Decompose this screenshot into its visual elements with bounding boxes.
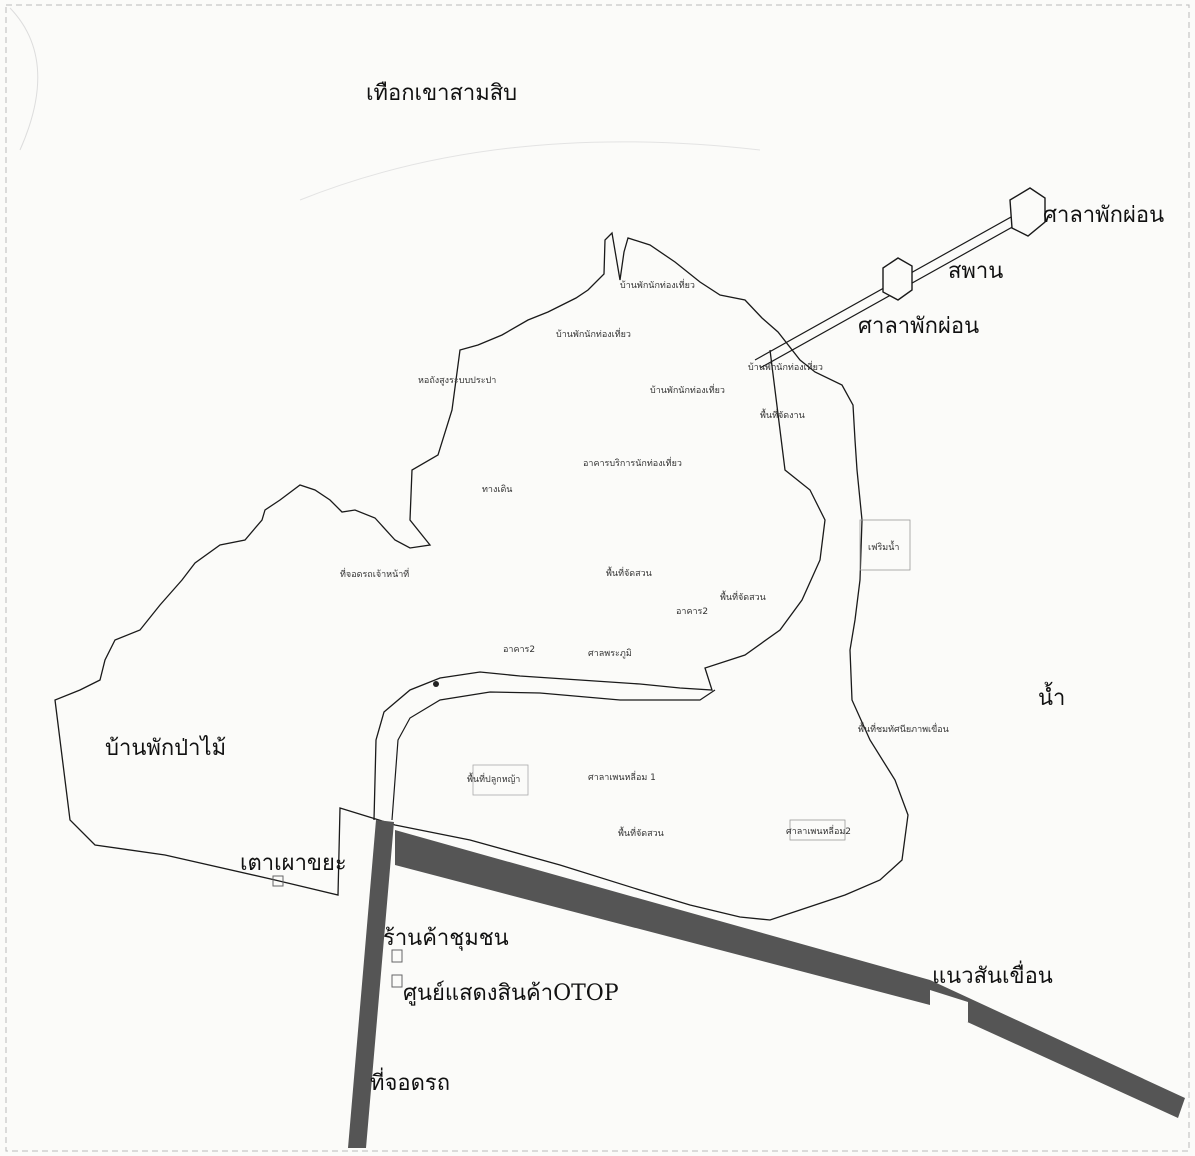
label-bridge: สพาน (948, 259, 1003, 284)
toilet-2-marker (789, 819, 846, 841)
label-dam-ridge: แนวสันเขื่อน (932, 960, 1053, 989)
label-incinerator: เตาเผาขยะ (240, 851, 347, 876)
pavilion-hexagon-large (1009, 187, 1046, 237)
map-frame (5, 4, 1190, 1152)
dam-ridge-band (395, 830, 1185, 1118)
label-house-3: บ้านพักนักท่องเที่ยว (650, 383, 725, 396)
label-house-4: บ้านพักนักท่องเที่ยว (748, 360, 823, 373)
label-garden-3: พื้นที่จัดสวน (618, 826, 664, 839)
label-tourist-service: อาคารบริการนักท่องเที่ยว (583, 456, 682, 469)
label-mountain: เทือกเขาสามสิบ (366, 81, 517, 106)
label-building-2b: อาคาร2 (503, 645, 535, 655)
label-grass-area: พื้นที่ปลูกหญ้า (467, 772, 520, 785)
fountain-marker (859, 519, 911, 571)
label-activity-area: พื้นที่จัดงาน (760, 408, 805, 421)
dam-notch (930, 990, 968, 1022)
parking-road-band (348, 820, 394, 1148)
label-forest-house: บ้านพักป่าไม้ (105, 735, 226, 761)
label-pavilion-2: ศาลาพักผ่อน (858, 314, 979, 339)
inlet-shoreline (373, 349, 826, 821)
road-edge (391, 689, 716, 821)
frame-scratch (9, 7, 39, 151)
island-outline (54, 231, 909, 921)
label-parking: ที่จอดรถ (370, 1067, 450, 1096)
label-garden-1: พื้นที่จัดสวน (606, 566, 652, 579)
label-community-shop: ร้านค้าชุมชน (383, 926, 509, 951)
pavilion-hexagon-small (882, 257, 913, 301)
label-staff-parking: ที่จอดรถเจ้าหน้าที่ (340, 567, 409, 580)
grass-area-marker (472, 764, 529, 796)
label-otop-center: ศูนย์แสดงสินค้าOTOP (403, 981, 619, 1006)
label-walkway: ทางเดิน (482, 484, 512, 495)
faint-contour (299, 141, 761, 201)
label-garden-2: พื้นที่จัดสวน (720, 590, 766, 603)
label-toilet-2: ศาลาเพนหลี่อม2 (786, 824, 851, 837)
otop-marker (391, 974, 403, 988)
label-pavilion-1: ศาลาพักผ่อน (1043, 203, 1164, 228)
label-shrine: ศาลพระภูมิ (588, 648, 632, 659)
shop-marker (391, 949, 403, 963)
label-fountain: เฟริมน้ำ (868, 540, 899, 553)
point-marker (433, 681, 439, 687)
incinerator-marker (272, 875, 284, 887)
label-water: น้ำ (1038, 682, 1065, 711)
label-water-tower: หอถังสูงระบบประปา (418, 376, 496, 386)
label-viewpoint: พื้นที่ชมทัศนียภาพเขื่อน (858, 722, 949, 735)
label-house-2: บ้านพักนักท่องเที่ยว (556, 327, 631, 340)
label-toilet-1: ศาลาเพนหลี่อม 1 (588, 770, 656, 783)
label-house-1: บ้านพักนักท่องเที่ยว (620, 278, 695, 291)
label-building-2a: อาคาร2 (676, 607, 708, 617)
